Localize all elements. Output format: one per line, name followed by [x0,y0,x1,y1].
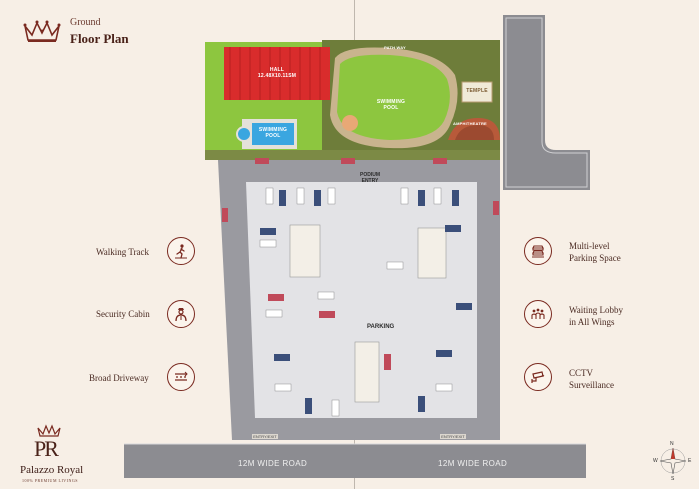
logo-name: Palazzo Royal [20,464,84,476]
compass-s: S [671,476,675,482]
big-pool-lawn [337,54,450,140]
feature-label-security-cabin: Security Cabin [96,309,150,319]
multi-level-parking-icon [524,237,552,265]
amphitheatre-label: AMPHITHEATRE [453,121,487,126]
page-subtitle: Ground [70,17,101,28]
temple-label: TEMPLE [466,88,488,94]
compass-n: N [670,441,674,447]
logo-crown-icon [37,424,61,437]
road-label-left: 12M WIDE ROAD [238,459,308,468]
entry-exit-right-label: ENTRY/EXIT [440,434,466,439]
feature-label-walking-track: Walking Track [96,247,150,257]
path-way-label: PATH WAY [384,45,406,50]
waiting-lobby-icon [524,300,552,328]
security-guard-icon [167,300,195,328]
road-label-right: 12M WIDE ROAD [438,459,508,468]
small-pool [252,123,294,145]
main-road [124,444,586,478]
cctv-camera-icon [524,363,552,391]
entry-exit-left-label: ENTRY/EXIT [252,434,278,439]
driveway-icon [167,363,195,391]
hall-roof [224,47,330,100]
feature-label-broad-driveway: Broad Driveway [89,373,149,383]
logo-tagline: 100% PREMIUM LIVINGS [22,478,78,483]
page-title: Floor Plan [70,31,129,46]
temple [461,81,493,103]
logo-monogram: PR [34,436,59,461]
crown-logo-icon [23,20,61,42]
parking-label: PARKING [367,324,395,330]
compass-e: E [688,458,692,464]
compass-icon [659,447,687,475]
walking-track-icon [167,237,195,265]
side-road [503,15,590,190]
compass-w: W [653,458,658,464]
